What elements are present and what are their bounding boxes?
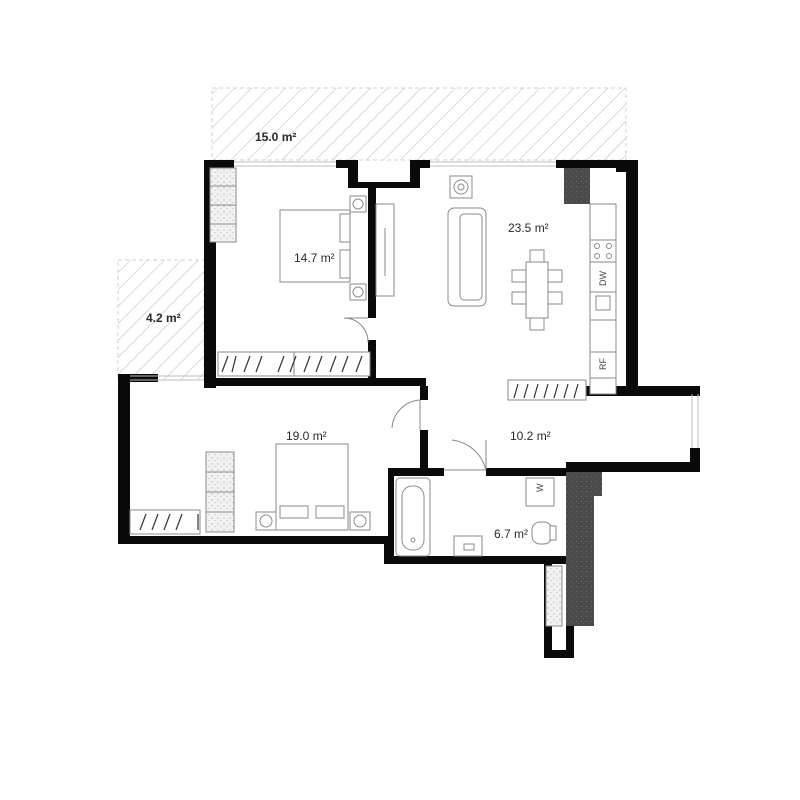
wardrobe-doors — [139, 355, 579, 531]
bedroom-2-furniture — [129, 443, 371, 535]
dishwasher-label: DW — [598, 271, 608, 286]
windows — [130, 161, 699, 448]
area-label-terrace-top: 15.0 m² — [255, 130, 296, 144]
bathroom-fixtures — [395, 477, 563, 627]
door-swings — [343, 317, 487, 471]
area-label-bedroom-2: 19.0 m² — [286, 429, 327, 443]
area-label-hallway: 10.2 m² — [510, 429, 551, 443]
fridge-label: RF — [598, 358, 608, 370]
area-label-living: 23.5 m² — [508, 221, 549, 235]
area-label-terrace-left: 4.2 m² — [146, 311, 181, 325]
area-label-bedroom-1: 14.7 m² — [294, 251, 335, 265]
terrace-top — [211, 87, 627, 161]
concrete-columns — [564, 168, 602, 626]
living-furniture — [447, 175, 617, 401]
terrace-left — [117, 259, 205, 381]
bedroom-1-furniture — [209, 167, 395, 377]
area-label-bathroom: 6.7 m² — [494, 527, 528, 541]
washer-label: W — [535, 483, 545, 492]
